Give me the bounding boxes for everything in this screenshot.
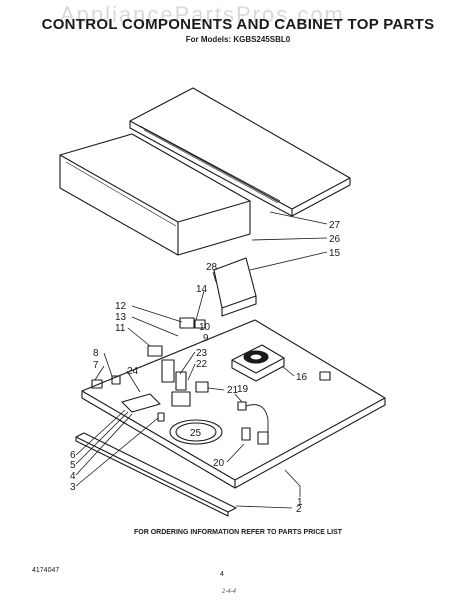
- callout-label: 13: [115, 312, 127, 323]
- document-code: 4174047: [32, 567, 60, 574]
- callout-label: 27: [329, 220, 341, 231]
- burner-ring-part: [169, 419, 223, 445]
- callout-label: 11: [115, 323, 126, 334]
- callout-label: 28: [206, 262, 218, 273]
- callout-label: 7: [93, 360, 99, 371]
- leader-lines: [75, 211, 328, 509]
- cabinet-top-part: [129, 87, 351, 217]
- callout-label: 16: [296, 372, 308, 383]
- callout-label: 2: [296, 504, 302, 515]
- callout-label: 25: [190, 428, 202, 439]
- callout-label: 1: [297, 497, 303, 508]
- diagram-title: CONTROL COMPONENTS AND CABINET TOP PARTS: [41, 16, 435, 33]
- bracket-part: [213, 257, 257, 317]
- callout-label: 9: [203, 333, 209, 344]
- callout-label: 19: [237, 384, 249, 395]
- callout-label: 5: [70, 460, 76, 471]
- callout-label: 14: [196, 284, 208, 295]
- callout-labels: 27 26 15 28 14 12 13 10 11 9 8 7 23 22 2…: [70, 220, 341, 515]
- callout-label: 6: [70, 450, 76, 461]
- page-number: 4: [220, 571, 224, 578]
- callout-label: 20: [213, 458, 225, 469]
- callout-label: 12: [115, 301, 127, 312]
- grill-element-part: [231, 344, 285, 382]
- watermark-text: AppliancePartsPros.com: [60, 2, 345, 27]
- callout-label: 24: [127, 366, 139, 377]
- callout-label: 26: [329, 234, 341, 245]
- callout-label: 15: [329, 248, 341, 259]
- cooktop-base-part: [81, 319, 386, 489]
- model-subtitle: For Models: KGBS245SBL0: [185, 35, 291, 44]
- date-mark: 2-4-4: [222, 589, 237, 595]
- callout-label: 4: [70, 471, 76, 482]
- callout-label: 23: [196, 348, 208, 359]
- callout-label: 8: [93, 348, 99, 359]
- ordering-note: FOR ORDERING INFORMATION REFER TO PARTS …: [133, 529, 343, 536]
- switch-assembly-parts: [91, 317, 331, 445]
- callout-label: 22: [196, 359, 208, 370]
- callout-label: 21: [227, 385, 239, 396]
- control-panel-trim-part: [59, 133, 251, 256]
- callout-label: 10: [199, 322, 211, 333]
- callout-label: 3: [70, 482, 76, 493]
